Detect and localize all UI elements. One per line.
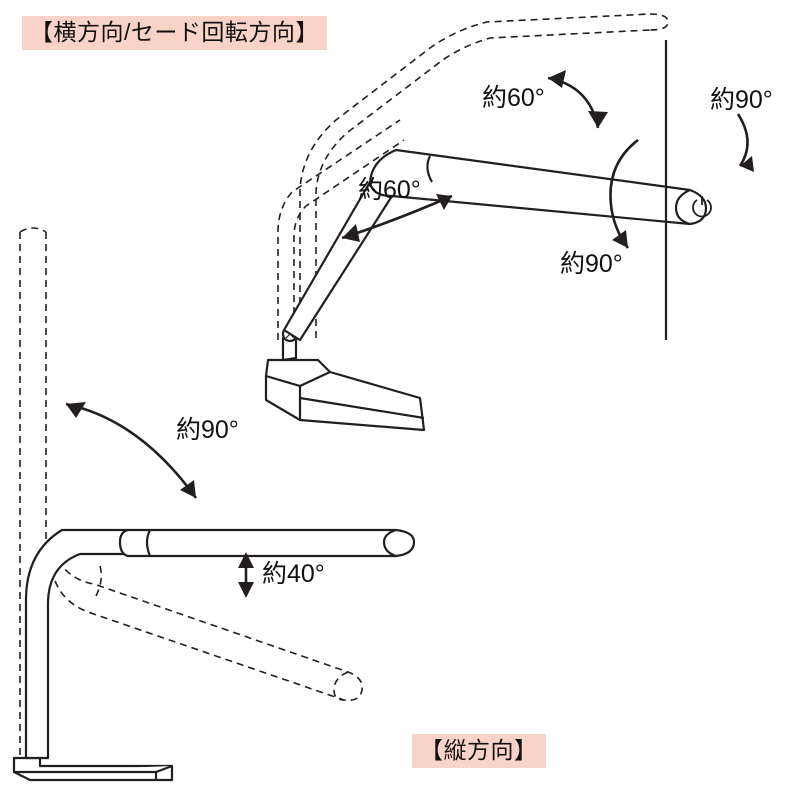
title-horizontal: 【横方向/セード回転方向】 <box>22 16 327 50</box>
ghost-arm-mid <box>277 119 405 340</box>
angle-label-vertical-swing: 約90° <box>176 416 239 444</box>
arrow-shade-tilt-40 <box>238 552 254 598</box>
angle-label-arm-upper: 約60° <box>482 84 545 112</box>
lamp-post-vertical <box>24 528 130 760</box>
title-vertical: 【縦方向】 <box>412 734 546 768</box>
arrow-shade-rotate-down-90 <box>609 138 639 249</box>
arrow-vertical-swing-90 <box>65 402 198 499</box>
arrow-arm-lower-60 <box>341 194 453 242</box>
power-button-icon <box>692 196 712 218</box>
lamp-base-vertical <box>12 756 174 782</box>
angle-label-shade-rotate-down: 約90° <box>560 250 623 278</box>
lamp-shade-horizontal <box>368 148 708 226</box>
ghost-shade-lowered <box>53 559 364 702</box>
ghost-arm-upper <box>299 13 669 340</box>
ghost-post-upright <box>19 227 47 760</box>
lamp-base <box>264 358 426 432</box>
lamp-shade-vertical <box>118 528 416 558</box>
angle-label-shade-tilt: 約40° <box>262 560 325 588</box>
arrow-shade-rotate-right-90 <box>736 113 754 172</box>
lamp-lower-arm <box>281 180 394 362</box>
angle-label-shade-rotate-right: 約90° <box>710 86 773 114</box>
angle-label-arm-lower: 約60° <box>358 176 421 204</box>
arrow-arm-upper-60 <box>547 70 608 129</box>
